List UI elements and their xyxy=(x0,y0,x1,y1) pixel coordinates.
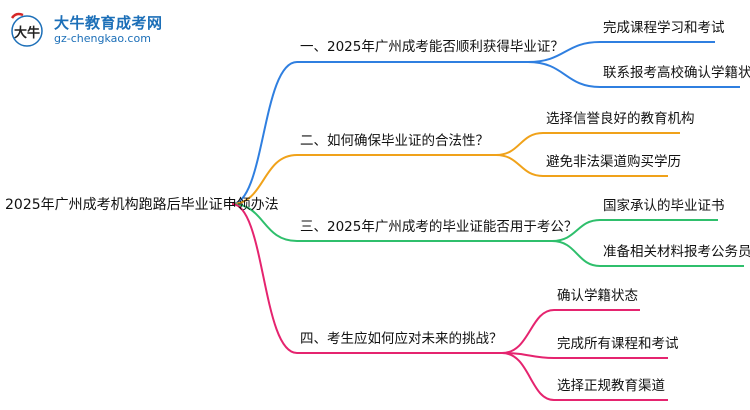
connector-leaf-3b xyxy=(551,240,744,267)
connector-branch-1 xyxy=(231,61,528,205)
connector-leaf-2b xyxy=(495,154,668,177)
logo-mark-text: 大牛 xyxy=(14,25,40,41)
leaf-3a: 国家承认的毕业证书 xyxy=(603,198,725,214)
connector-branch-3 xyxy=(231,203,552,242)
branch-1-label: 一、2025年广州成考能否顺利获得毕业证？ xyxy=(300,39,564,55)
leaf-3b: 准备相关材料报考公务员 xyxy=(603,244,750,260)
leaf-4c: 选择正规教育渠道 xyxy=(557,378,665,394)
connector-leaf-2a xyxy=(495,132,680,156)
leaf-4b: 完成所有课程和考试 xyxy=(557,336,679,352)
leaf-2a: 选择信誉良好的教育机构 xyxy=(546,111,695,127)
connector-branch-4 xyxy=(231,203,502,354)
branch-4-label: 四、考生应如何应对未来的挑战？ xyxy=(300,331,503,347)
connector-leaf-4b xyxy=(501,352,668,359)
branch-3-label: 三、2025年广州成考的毕业证能否用于考公？ xyxy=(300,219,578,235)
connector-leaf-3a xyxy=(551,219,718,242)
leaf-1a: 完成课程学习和考试 xyxy=(603,20,725,36)
leaf-4a: 确认学籍状态 xyxy=(557,288,638,304)
connector-leaf-4a xyxy=(501,309,640,354)
connector-leaf-1b xyxy=(527,61,740,88)
leaf-1b: 联系报考高校确认学籍状态 xyxy=(603,65,750,81)
site-logo[interactable]: 大牛 大牛教育成考网 gz-chengkao.com xyxy=(6,10,196,50)
connector-leaf-4c xyxy=(501,352,668,401)
branch-2-label: 二、如何确保毕业证的合法性？ xyxy=(300,133,489,149)
connector-leaf-1a xyxy=(527,41,715,63)
logo-url: gz-chengkao.com xyxy=(54,32,151,45)
mindmap-root: 2025年广州成考机构跑路后毕业证申领办法 xyxy=(5,197,279,213)
leaf-2b: 避免非法渠道购买学历 xyxy=(546,154,681,170)
logo-title: 大牛教育成考网 xyxy=(54,14,163,32)
logo-mark-icon: 大牛 xyxy=(10,12,43,47)
connector-branch-2 xyxy=(231,154,496,205)
